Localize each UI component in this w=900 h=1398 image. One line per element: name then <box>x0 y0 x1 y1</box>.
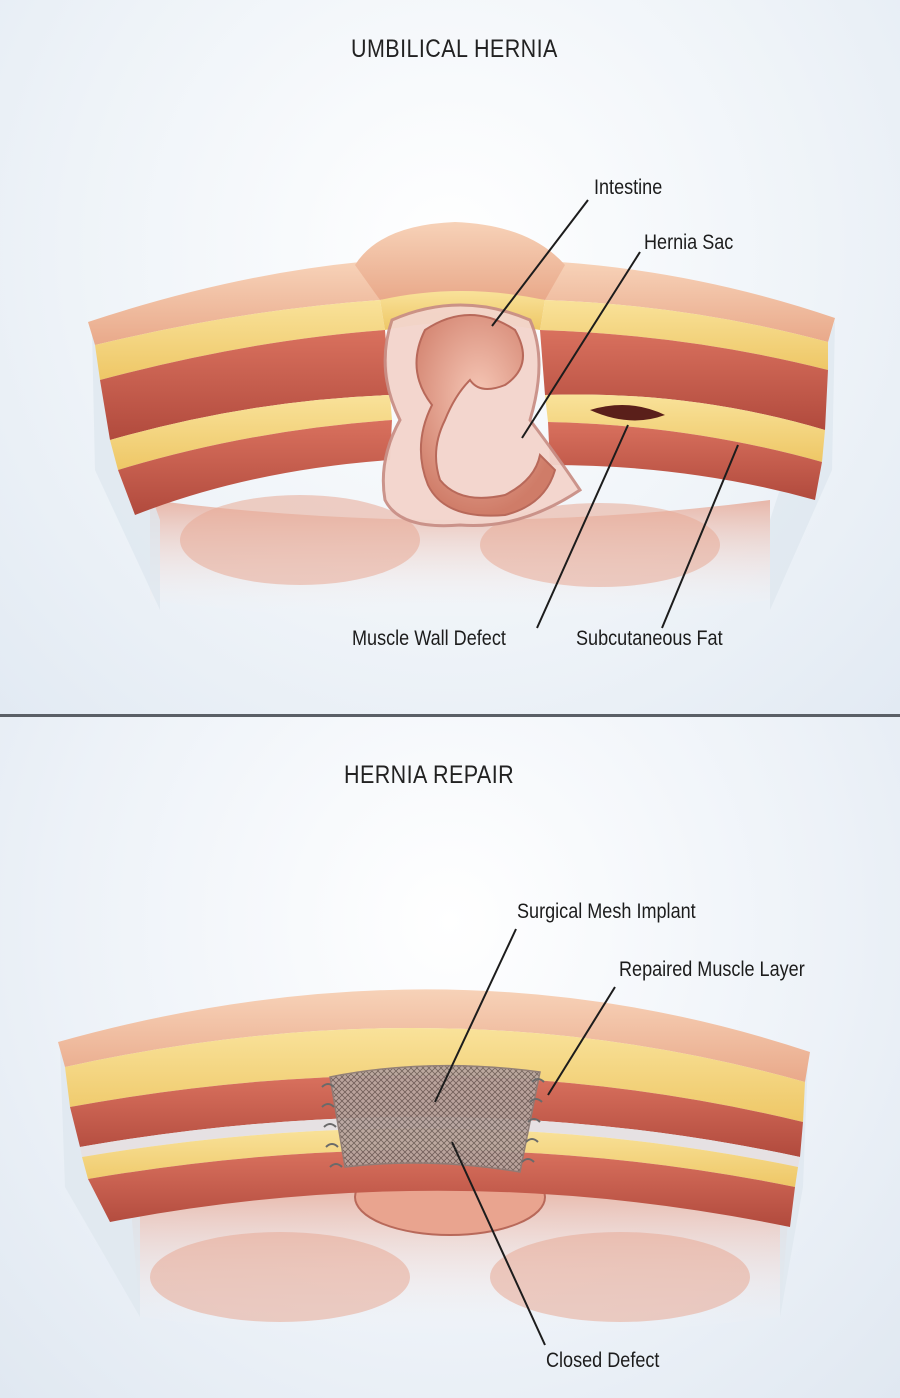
leader-line-subcutaneous-fat <box>661 444 739 629</box>
label-hernia-sac: Hernia Sac <box>644 231 734 254</box>
skin-layer-left <box>88 262 380 345</box>
background-bowel <box>490 1232 750 1322</box>
skin-bulge <box>355 222 565 300</box>
leader-line-muscle-defect <box>536 424 629 629</box>
umbilical-hernia-panel: UMBILICAL HERNIA Intestine Hernia Sac Mu… <box>0 0 900 715</box>
panel-title: HERNIA REPAIR <box>344 761 515 789</box>
fat-layer-lower <box>82 1128 798 1187</box>
muscle-layer-left-1 <box>100 330 390 440</box>
leader-line-hernia-sac <box>521 251 641 439</box>
muscle-layer-right-2 <box>548 422 822 500</box>
panel-title: UMBILICAL HERNIA <box>351 35 558 63</box>
leader-line-closed-defect <box>451 1141 546 1346</box>
fat-layer-left <box>95 300 385 380</box>
skin-layer-right <box>545 262 835 342</box>
umbilical-hernia-illustration <box>88 199 835 629</box>
muscle-wall-defect <box>590 405 665 421</box>
background-bowel <box>480 503 720 587</box>
panel-divider <box>0 714 900 717</box>
leader-line-mesh <box>434 928 517 1103</box>
label-muscle-wall-defect: Muscle Wall Defect <box>352 627 506 650</box>
label-intestine: Intestine <box>594 176 663 199</box>
mesh-sutures <box>321 1078 545 1168</box>
label-closed-defect: Closed Defect <box>546 1349 660 1372</box>
label-subcutaneous-fat: Subcutaneous Fat <box>576 627 723 650</box>
muscle-layer-lower <box>88 1149 795 1227</box>
background-bowel <box>150 1232 410 1322</box>
leader-line-repaired-muscle <box>547 986 616 1096</box>
leader-line-intestine <box>491 199 589 327</box>
hernia-repair-illustration <box>58 928 810 1346</box>
label-repaired-muscle: Repaired Muscle Layer <box>619 958 805 981</box>
fat-layer-right <box>540 300 828 370</box>
fat-layer-left-2 <box>110 395 392 470</box>
fascia-layer <box>80 1116 800 1167</box>
intestine-loop <box>415 314 557 517</box>
background-bowel <box>180 495 420 585</box>
skin-layer <box>58 989 810 1082</box>
surgical-mesh <box>329 1064 541 1173</box>
hernia-repair-panel: HERNIA REPAIR Surgical Mesh Implant Repa… <box>0 717 900 1398</box>
label-surgical-mesh: Surgical Mesh Implant <box>517 900 696 923</box>
muscle-layer-left-2 <box>118 420 392 515</box>
muscle-layer-right-1 <box>540 330 828 430</box>
